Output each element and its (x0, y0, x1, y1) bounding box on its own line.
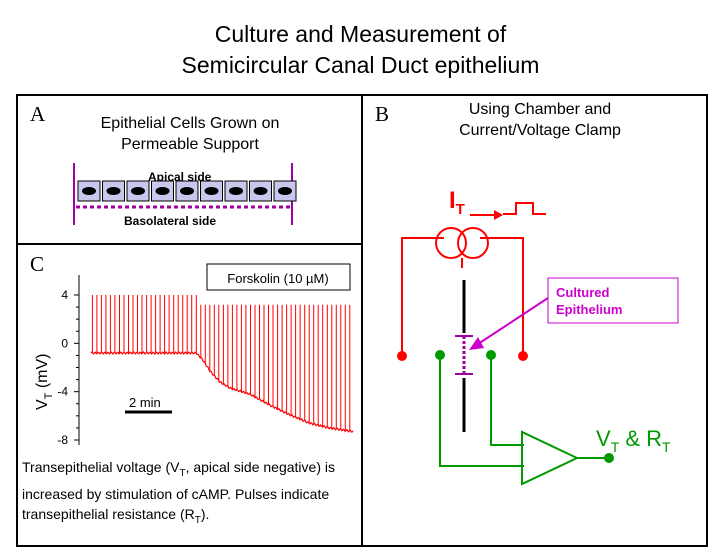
panel-a-caption-line2: Permeable Support (121, 136, 259, 153)
current-source-icon-ring1 (435, 227, 467, 259)
panel-b-letter: B (375, 102, 390, 126)
panel-c-description: Transepithelial voltage (VT, apical side… (22, 457, 352, 531)
cell-nucleus (204, 187, 219, 195)
epithelium-schematic (73, 163, 297, 225)
epithelium-callout-arrowhead (469, 337, 484, 350)
current-wire-right (480, 237, 524, 355)
current-electrode-left (397, 351, 407, 361)
voltage-electrode-left (435, 350, 445, 360)
cell-nucleus (131, 187, 145, 195)
voltage-trace (90, 295, 354, 433)
current-wire-left (401, 237, 444, 355)
cell-nucleus (82, 187, 96, 195)
forskolin-box (206, 263, 351, 291)
panel-b-caption-line2: Current/Voltage Clamp (459, 122, 621, 139)
current-source-icon-ring2 (457, 227, 489, 259)
panel-a-letter: A (30, 102, 46, 126)
amplifier-icon (521, 430, 580, 486)
panel-a-caption-line1: Epithelial Cells Grown on (100, 115, 280, 132)
epithelium-callout-line1: Cultured (556, 285, 610, 300)
cell-nucleus (278, 187, 292, 195)
pulse-waveform-icon (503, 202, 546, 215)
epithelium-callout-line2: Epithelium (556, 302, 622, 317)
cell-nucleus (155, 187, 170, 195)
panel-a-caption: Epithelial Cells Grown on Permeable Supp… (70, 113, 310, 155)
voltage-wire-right (490, 356, 524, 446)
description-part2: , apical side negative) is increased by … (22, 459, 335, 522)
y-tick-label: -8 (57, 433, 68, 447)
forskolin-label: Forskolin (10 µM) (227, 271, 328, 286)
y-tick-label: -4 (57, 385, 68, 399)
y-tick-label: 4 (61, 288, 68, 302)
epithelium-callout-pointer (474, 297, 549, 347)
voltage-wire-left (439, 356, 524, 467)
y-axis-label: VT (mV) (34, 353, 55, 410)
panel-divider-horizontal (16, 243, 363, 245)
voltage-chart: 4 0 -4 -8 VT (mV) Forskolin (10 µM) 2 min (34, 263, 354, 447)
figure-title-line2: Semicircular Canal Duct epithelium (181, 52, 540, 78)
description-part1: Transepithelial voltage (V (22, 459, 180, 475)
baseline-trace (90, 351, 354, 433)
time-scale-label: 2 min (129, 395, 161, 410)
y-axis-ticks: 4 0 -4 -8 (57, 288, 79, 447)
basolateral-side-label: Basolateral side (124, 214, 217, 228)
description-part3: ). (200, 505, 210, 522)
current-label: IT (449, 187, 465, 218)
panel-c-letter: C (30, 252, 45, 276)
clamp-circuit: IT VT & RT Cultured Epithelium (397, 187, 679, 486)
figure-title-line1: Culture and Measurement of (214, 21, 507, 47)
description-subscript2: T (194, 514, 201, 526)
panel-b-caption: Using Chamber and Current/Voltage Clamp (420, 99, 660, 141)
current-arrowhead-icon (494, 210, 503, 220)
cell-nucleus (180, 187, 194, 195)
cell-nucleus (106, 187, 121, 195)
cell-nucleus (229, 187, 243, 195)
voltage-electrode-right (486, 350, 496, 360)
current-electrode-right (518, 351, 528, 361)
panel-divider-vertical (361, 94, 363, 547)
epithelium-callout-box (547, 277, 679, 324)
cell-row (77, 180, 297, 202)
description-subscript1: T (179, 467, 186, 479)
cell-nucleus (253, 187, 268, 195)
panel-b-caption-line1: Using Chamber and (468, 101, 612, 118)
output-label: VT & RT (596, 426, 671, 455)
y-tick-label: 0 (61, 336, 68, 350)
output-terminal (604, 453, 614, 463)
